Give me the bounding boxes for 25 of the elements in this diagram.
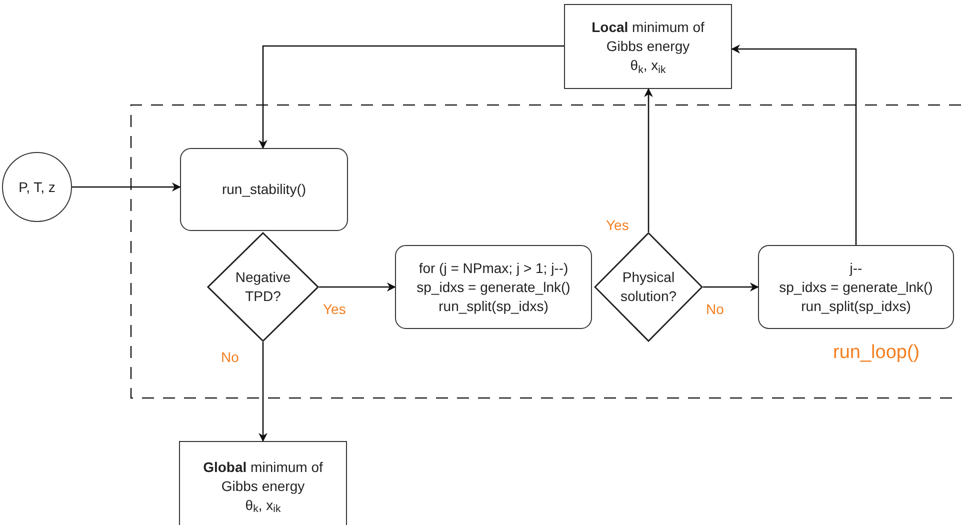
node-text: j-- xyxy=(850,258,862,278)
node-text: sp_idxs = generate_lnk() xyxy=(416,278,570,296)
arrow xyxy=(72,182,181,192)
arrow xyxy=(644,88,653,232)
node-text: θ$_{k}$, x$_{ik}$ xyxy=(629,56,667,75)
arrow xyxy=(319,282,396,292)
node-text: run_split(sp_idxs) xyxy=(801,296,911,316)
node-text: sp_idxs = generate_lnk() xyxy=(779,278,933,296)
node-text: Negative TPD? xyxy=(234,268,292,306)
process-box xyxy=(758,245,954,329)
node-text: Physical solution? xyxy=(619,268,678,306)
process-box xyxy=(179,441,347,525)
group-label: run_loop() xyxy=(833,341,920,365)
node-text: θ$_{k}$, x$_{ik}$ xyxy=(244,496,282,514)
arrow xyxy=(731,44,857,245)
node-text: run_stability() xyxy=(222,180,306,199)
arrow xyxy=(703,282,759,292)
node-text: P, T, z xyxy=(18,178,56,196)
arrow xyxy=(258,45,564,149)
process-box xyxy=(180,148,348,231)
arrow xyxy=(258,342,268,442)
node-text: run_split(sp_idxs) xyxy=(438,296,548,316)
process-box xyxy=(395,245,592,329)
process-box xyxy=(564,4,732,89)
node-text: for (j = NPmax; j > 1; j--) xyxy=(418,258,568,278)
